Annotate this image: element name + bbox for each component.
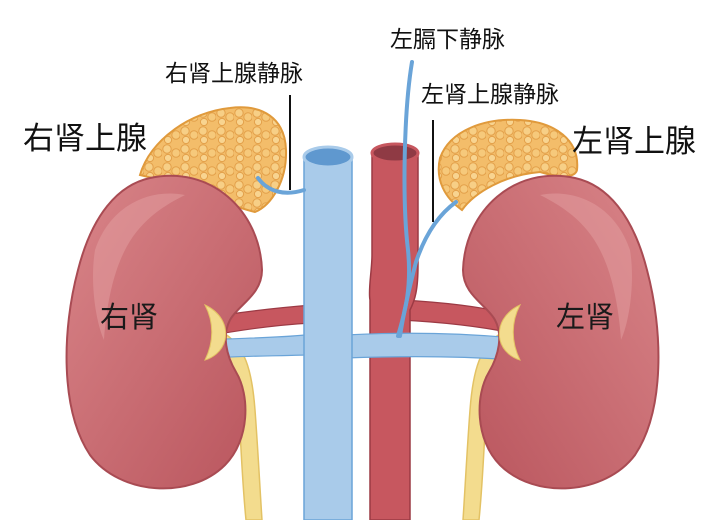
left-renal-pelvis <box>498 303 522 361</box>
label-left-adrenal-vein: 左肾上腺静脉 <box>421 82 559 108</box>
label-left-adrenal-gland: 左肾上腺 <box>572 124 696 160</box>
aorta-opening <box>370 142 420 164</box>
left-adrenal-gland <box>437 118 579 212</box>
right-kidney-highlight <box>93 193 185 340</box>
inferior-vena-cava <box>303 156 353 521</box>
label-left-inferior-phrenic-vein: 左膈下静脉 <box>390 27 505 53</box>
label-right-adrenal-gland: 右肾上腺 <box>23 121 147 157</box>
right-renal-pelvis <box>203 303 227 361</box>
right-adrenal-vein <box>256 176 306 195</box>
label-right-adrenal-vein: 右肾上腺静脉 <box>165 61 303 87</box>
label-right-kidney: 右肾 <box>100 300 159 334</box>
left-kidney-highlight <box>540 193 632 340</box>
label-left-kidney: 左肾 <box>556 300 615 334</box>
vena-cava-opening <box>302 145 354 169</box>
left-renal-vein <box>344 332 516 361</box>
left-adrenal-vein <box>398 200 458 338</box>
